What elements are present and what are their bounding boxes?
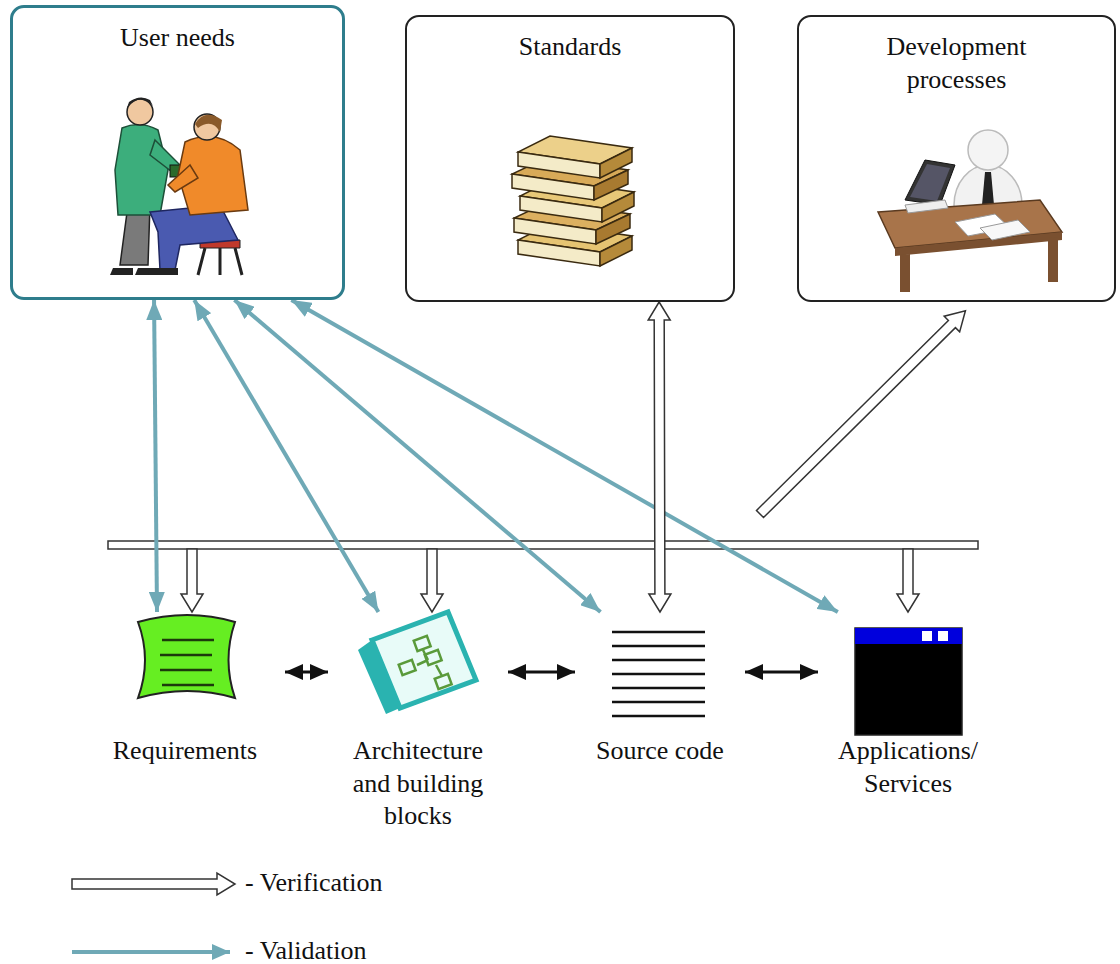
verification-bar	[108, 541, 978, 549]
books-picture	[512, 136, 634, 266]
development-processes-box: Development processes	[797, 15, 1116, 302]
source-code-icon	[612, 632, 705, 716]
node-label: Source code	[579, 735, 741, 768]
flow-arrow	[285, 671, 328, 674]
legend-sample	[72, 873, 235, 952]
flow-arrow	[745, 671, 818, 674]
legend-item: - Verification	[245, 867, 382, 898]
node-label: Requirements	[89, 735, 281, 768]
validation-arrow	[291, 300, 837, 612]
flow-arrow	[508, 671, 575, 674]
verification-arrow	[648, 302, 671, 612]
verification-arrow	[181, 303, 973, 612]
architecture-icon	[358, 612, 476, 714]
requirements-artifact: Requirements	[85, 612, 285, 768]
node-label: Architecture and building blocks	[332, 735, 504, 833]
doctor-patient-picture	[110, 97, 248, 275]
legend-text: - Verification	[245, 868, 382, 897]
node-label: Standards	[407, 31, 733, 64]
legend-text: - Validation	[245, 936, 367, 964]
source-code-artifact: Source code	[575, 612, 745, 768]
validation-arrow	[234, 300, 600, 612]
application-window-icon	[855, 628, 962, 735]
user-needs-box: User needs	[10, 5, 345, 300]
node-label: User needs	[13, 22, 342, 55]
legend-item: - Validation	[245, 935, 367, 964]
standards-box: Standards	[405, 15, 735, 302]
node-label: Applications/ Services	[822, 735, 994, 800]
architecture-artifact: Architecture and building blocks	[328, 612, 508, 833]
requirements-icon	[138, 615, 235, 698]
desk-worker-picture	[878, 130, 1062, 292]
applications-artifact: Applications/ Services	[818, 612, 998, 800]
node-label: Development processes	[862, 31, 1052, 96]
validation-arrow	[154, 300, 157, 612]
